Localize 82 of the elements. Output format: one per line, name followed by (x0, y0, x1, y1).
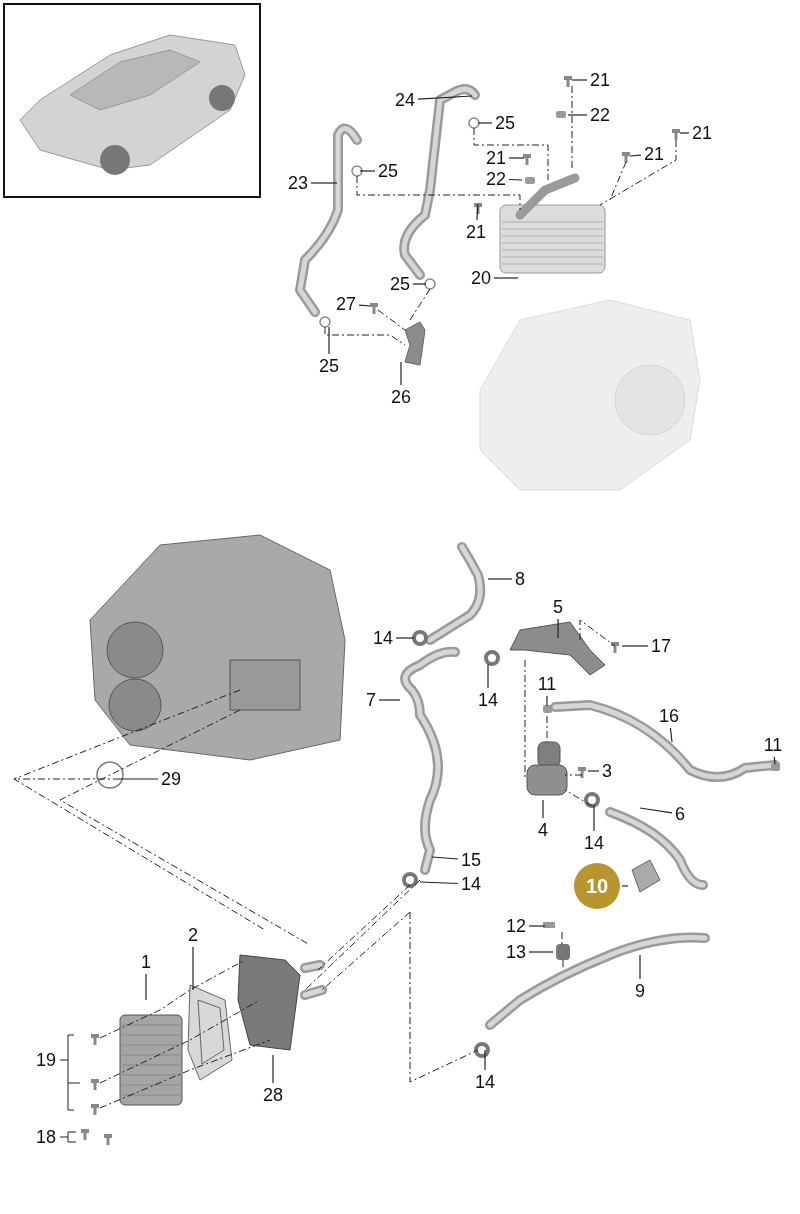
leader-line (587, 770, 600, 772)
leader-line (639, 954, 641, 980)
callout-number: 21 (485, 148, 507, 168)
leader-line (567, 114, 588, 116)
leader-line (639, 807, 673, 814)
callout-number: 22 (485, 169, 507, 189)
leader-line (508, 157, 525, 159)
leader-line (328, 326, 330, 355)
callout-number: 11 (536, 674, 558, 694)
callout-number: 12 (505, 916, 527, 936)
callout-number: 24 (394, 90, 416, 110)
leader-line (417, 95, 473, 100)
leader-line (493, 277, 519, 279)
callout-number: 27 (335, 294, 357, 314)
leader-line (621, 885, 629, 887)
callout-number: 14 (583, 833, 605, 853)
callout-number: 6 (674, 804, 686, 824)
leader-line (358, 304, 371, 307)
callout-number: 21 (589, 70, 611, 90)
leader-line (669, 727, 673, 743)
callout-number: 2 (187, 925, 199, 945)
callout-number: 21 (691, 123, 713, 143)
leader-line (192, 946, 194, 991)
leader-line (419, 881, 459, 885)
leader-line (431, 856, 459, 860)
callout-number: 19 (35, 1050, 57, 1070)
leader-line (400, 361, 402, 386)
callout-number: 17 (650, 636, 672, 656)
callout-number: 21 (643, 144, 665, 164)
callout-number: 1 (140, 952, 152, 972)
leader-line (145, 973, 147, 1001)
callout-number: 11 (762, 735, 784, 755)
leader-line (679, 132, 690, 134)
leader-line (477, 122, 493, 124)
leader-line (359, 170, 376, 172)
callout-number: 3 (601, 761, 613, 781)
leader-line (528, 951, 554, 953)
callout-number: 16 (658, 706, 680, 726)
leader-line (546, 695, 548, 707)
callout-number: 29 (160, 769, 182, 789)
leader-line (621, 645, 649, 647)
callout-number: 13 (505, 942, 527, 962)
leader-line (773, 756, 776, 765)
leader-line (542, 799, 544, 819)
callout-number: 15 (460, 850, 482, 870)
leader-line (272, 1054, 274, 1084)
callout-number: 23 (287, 173, 309, 193)
leader-line (629, 154, 642, 157)
callout-number: 25 (318, 356, 340, 376)
leader-line (571, 79, 588, 81)
callout-number: 14 (372, 628, 394, 648)
callout-number: 25 (377, 161, 399, 181)
leader-line (310, 182, 338, 184)
leader-line (557, 618, 559, 639)
callout-number: 25 (494, 113, 516, 133)
callout-number: 18 (35, 1127, 57, 1147)
leader-line (476, 203, 479, 221)
leader-line (395, 637, 415, 639)
callout-number: 20 (470, 268, 492, 288)
callout-number: 9 (634, 981, 646, 1001)
callout-number: 8 (514, 569, 526, 589)
callout-number: 28 (262, 1085, 284, 1105)
callout-number: 14 (474, 1072, 496, 1092)
leader-line (487, 663, 489, 689)
callout-number: 26 (390, 387, 412, 407)
callout-number: 21 (465, 222, 487, 242)
exploded-parts-drawing (13, 534, 780, 1145)
callout-number: 4 (537, 820, 549, 840)
leader-line (119, 778, 159, 780)
leader-line (487, 578, 513, 580)
leader-line (508, 178, 523, 181)
callout-number: 14 (460, 874, 482, 894)
leader-line (378, 699, 401, 701)
leader-line (484, 1049, 486, 1071)
callout-number: 25 (389, 274, 411, 294)
leader-line (593, 804, 595, 832)
leader-line (412, 283, 427, 285)
leader-line (528, 925, 546, 927)
callout-number: 14 (477, 690, 499, 710)
callout-number: 7 (365, 690, 377, 710)
callout-number: 5 (552, 597, 564, 617)
callout-number: 22 (589, 105, 611, 125)
